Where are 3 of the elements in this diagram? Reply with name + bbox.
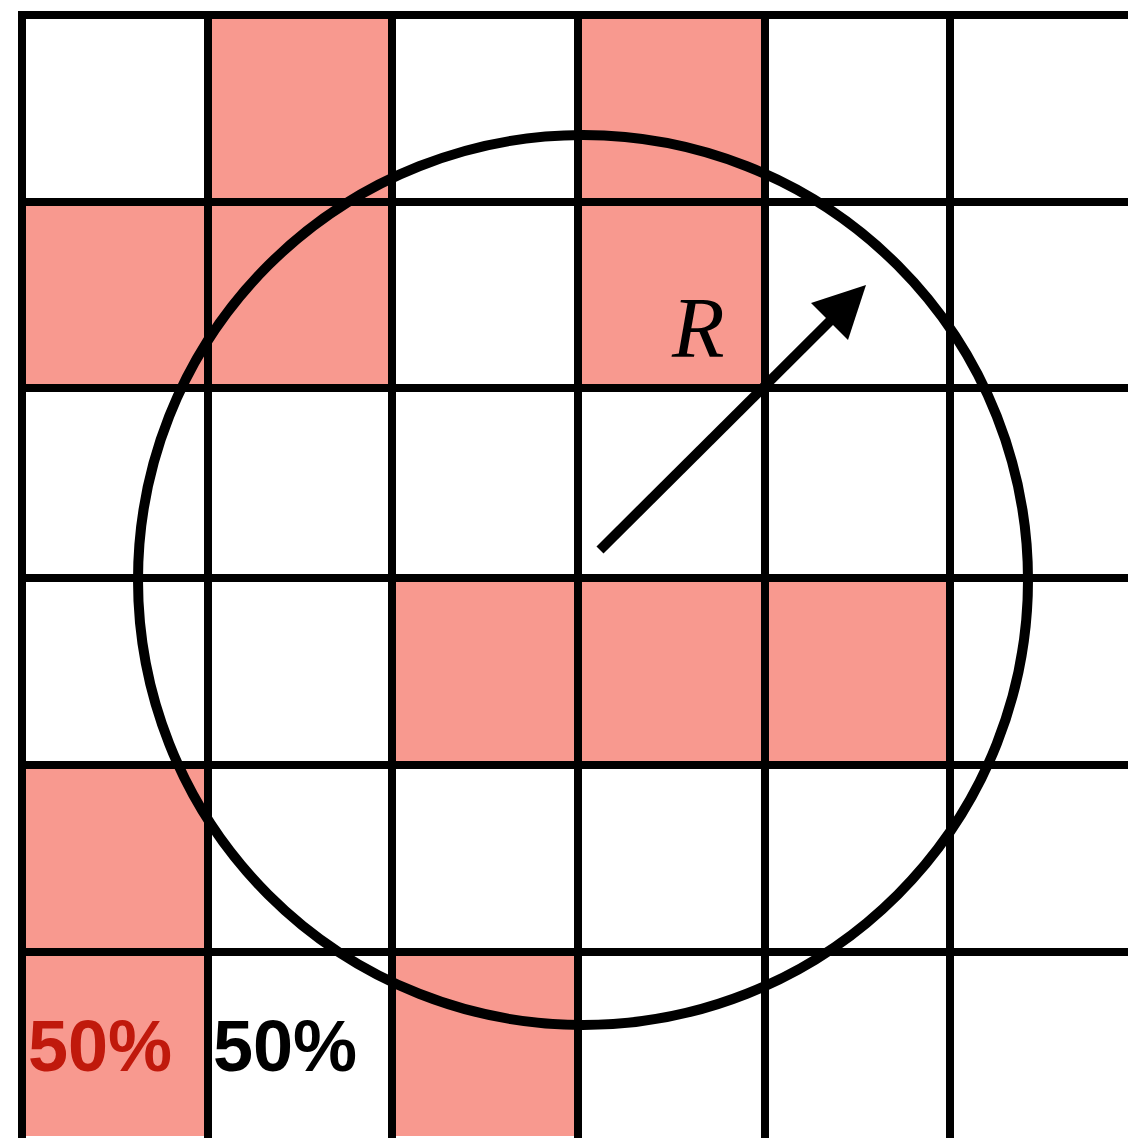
radius-label: R xyxy=(672,285,725,371)
percentage-label: 50% xyxy=(213,1010,358,1082)
percentage-label: 50% xyxy=(28,1010,173,1082)
